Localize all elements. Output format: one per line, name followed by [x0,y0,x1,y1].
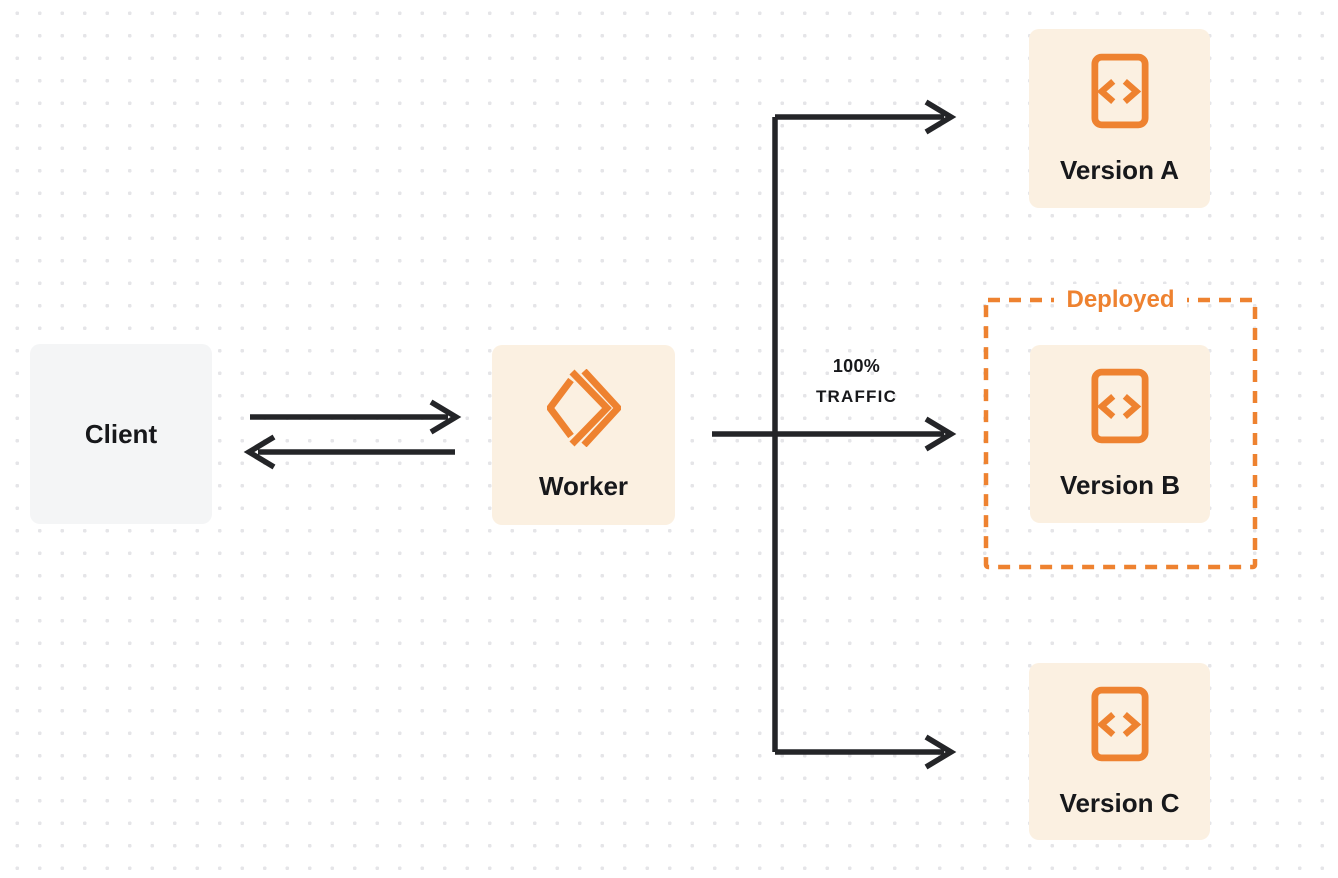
worker-label: Worker [538,471,629,501]
arrow-worker-to-version-b [712,416,957,452]
code-file-icon [1090,53,1149,129]
deployed-label: Deployed [1054,284,1187,316]
traffic-annotation: 100% TRAFFIC [789,351,924,412]
version-c-label: Version C [1059,787,1180,818]
version-a-node: Version A [1029,29,1210,208]
arrow-branch-to-version-a [775,99,957,135]
workers-logo-icon [545,368,623,448]
traffic-word: TRAFFIC [815,387,898,406]
version-a-label: Version A [1060,154,1179,185]
code-file-icon [1090,686,1149,762]
version-b-node: Version B [1030,345,1210,523]
arrow-client-to-worker [250,399,462,435]
arrow-branch-to-version-c [775,734,957,770]
code-file-icon [1091,368,1149,444]
deployed-container: Deployed [986,284,1255,319]
client-node: Client [30,344,212,524]
version-b-label: Version B [1060,470,1180,500]
arrow-worker-to-client [243,434,455,470]
worker-node: Worker [492,345,675,525]
client-label: Client [84,419,158,449]
version-c-node: Version C [1029,663,1210,840]
traffic-percent: 100% [832,356,881,376]
